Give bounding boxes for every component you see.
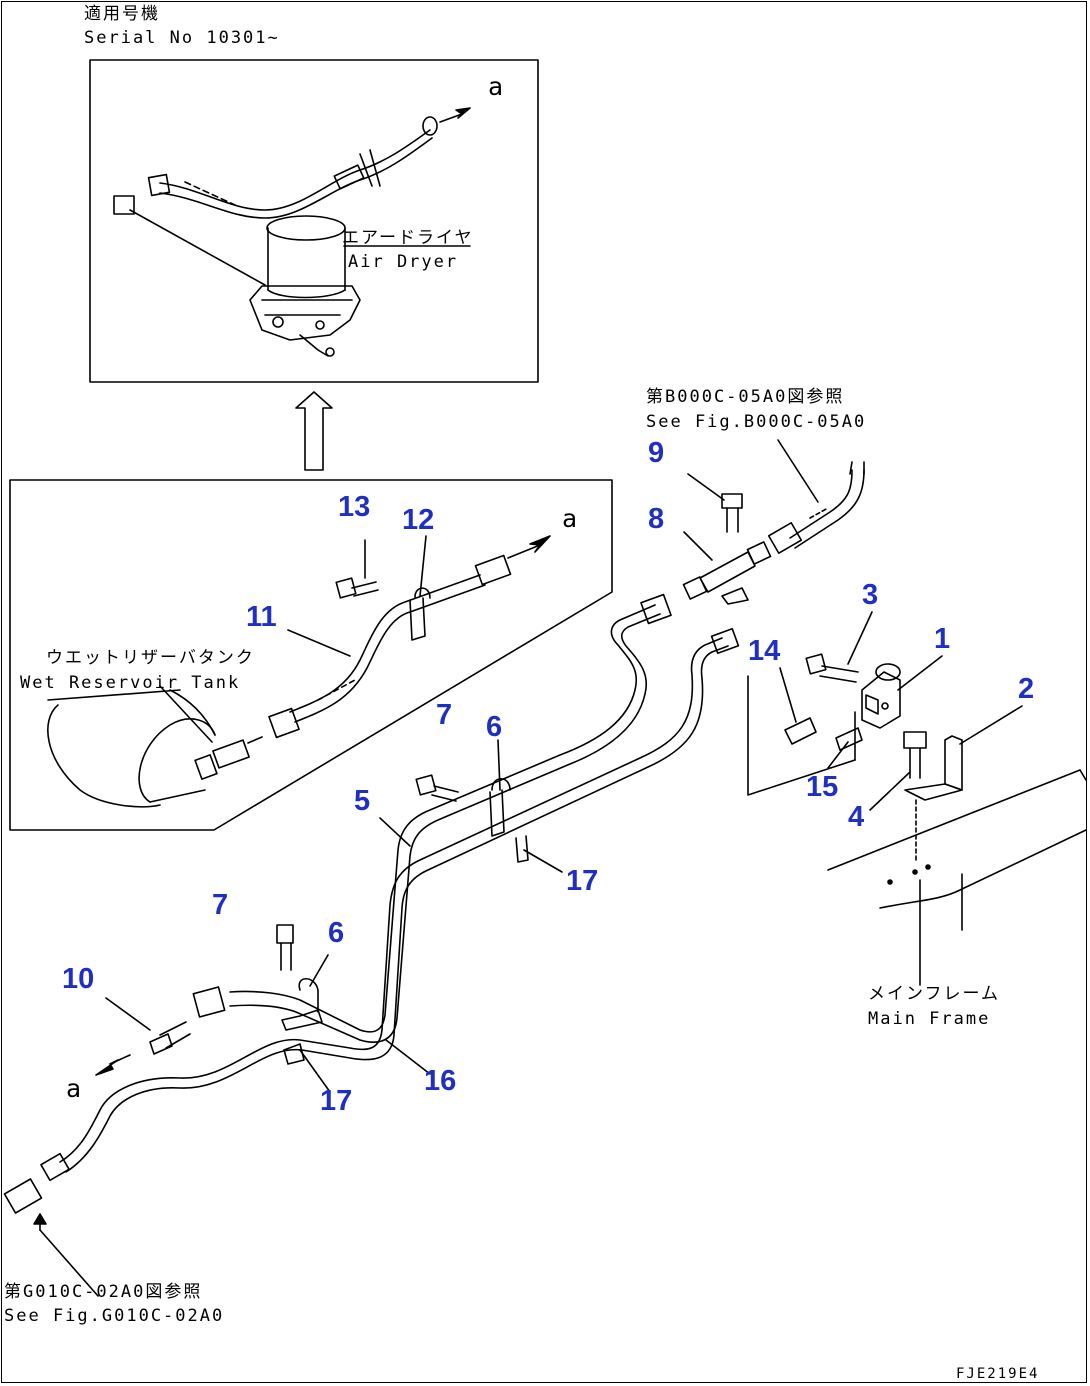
callout-6-upper: 6 xyxy=(486,711,503,743)
callout-15: 15 xyxy=(806,771,839,803)
see-fig-bottom-jp: 第G010C-02A0図参照 xyxy=(4,1282,203,1302)
clamp-12 xyxy=(409,587,431,641)
callout-14: 14 xyxy=(748,635,781,667)
leader-bracket-group xyxy=(747,675,856,796)
wet-tank-label-en: Wet Reservoir Tank xyxy=(20,673,241,693)
clamp-6-lower xyxy=(281,977,323,1031)
fitting-15 xyxy=(835,727,863,751)
bolt-7-upper xyxy=(415,774,459,802)
callout-7-upper: 7 xyxy=(436,699,453,731)
callout-box xyxy=(9,479,613,831)
fitting-14 xyxy=(784,717,817,745)
callout-12: 12 xyxy=(402,504,435,536)
callout-10: 10 xyxy=(62,963,95,995)
tube-16 xyxy=(3,627,740,1297)
air-dryer-label-jp: エアードライヤ xyxy=(342,228,474,248)
main-frame-label-en: Main Frame xyxy=(868,1009,991,1029)
bolt-13 xyxy=(335,577,379,599)
callout-17-upper: 17 xyxy=(566,865,599,897)
main-frame xyxy=(827,769,1087,986)
callout-17-lower: 17 xyxy=(320,1085,353,1117)
bracket-2 xyxy=(904,735,963,801)
callout-1: 1 xyxy=(934,623,951,655)
document-code: FJE219E4 xyxy=(956,1366,1040,1382)
valve-1 xyxy=(861,663,901,729)
connection-letter-a-top: a xyxy=(488,72,504,101)
serial-title-en: Serial No 10301~ xyxy=(84,28,280,48)
clamp-17-upper xyxy=(515,835,529,863)
leader-wet-tank xyxy=(159,685,213,743)
bolt-3 xyxy=(805,653,859,683)
fitting-8 xyxy=(682,541,772,605)
callout-11: 11 xyxy=(246,601,277,633)
connection-letter-a-bottom: a xyxy=(66,1074,82,1103)
air-dryer-label-en: Air Dryer xyxy=(348,252,459,272)
serial-title-jp: 適用号機 xyxy=(84,4,160,24)
callout-13: 13 xyxy=(338,491,371,523)
callout-16: 16 xyxy=(424,1065,457,1097)
callout-3: 3 xyxy=(862,579,879,611)
hose-to-b000c xyxy=(767,461,865,554)
callout-5: 5 xyxy=(354,785,371,817)
wet-reservoir-tank xyxy=(47,689,263,808)
bolt-7-lower xyxy=(276,924,294,971)
callout-7-lower: 7 xyxy=(212,889,229,921)
wet-tank-label-jp: ウエットリザーバタンク xyxy=(46,648,255,668)
bolt-4 xyxy=(903,731,927,779)
bolt-9 xyxy=(721,493,743,533)
callout-2: 2 xyxy=(1018,673,1035,705)
leader-lines xyxy=(105,439,1023,1093)
callout-8: 8 xyxy=(648,503,665,535)
clamp-6-upper xyxy=(489,777,511,837)
see-fig-bottom-en: See Fig.G010C-02A0 xyxy=(4,1306,225,1326)
up-arrow xyxy=(295,391,333,471)
tube-5 xyxy=(95,593,672,1076)
callout-6-lower: 6 xyxy=(328,917,345,949)
hose-11 xyxy=(268,535,551,739)
see-fig-top-en: See Fig.B000C-05A0 xyxy=(646,412,867,432)
air-dryer-drawing xyxy=(249,215,361,357)
inset-box xyxy=(89,59,539,383)
clamp-17-lower xyxy=(283,1043,305,1065)
connection-letter-a-mid: a xyxy=(562,504,578,533)
callout-9: 9 xyxy=(648,437,665,469)
callout-4: 4 xyxy=(848,801,865,833)
inset-hose xyxy=(113,107,471,286)
main-frame-label-jp: メインフレーム xyxy=(868,984,1000,1004)
see-fig-top-jp: 第B000C-05A0図参照 xyxy=(646,387,845,407)
